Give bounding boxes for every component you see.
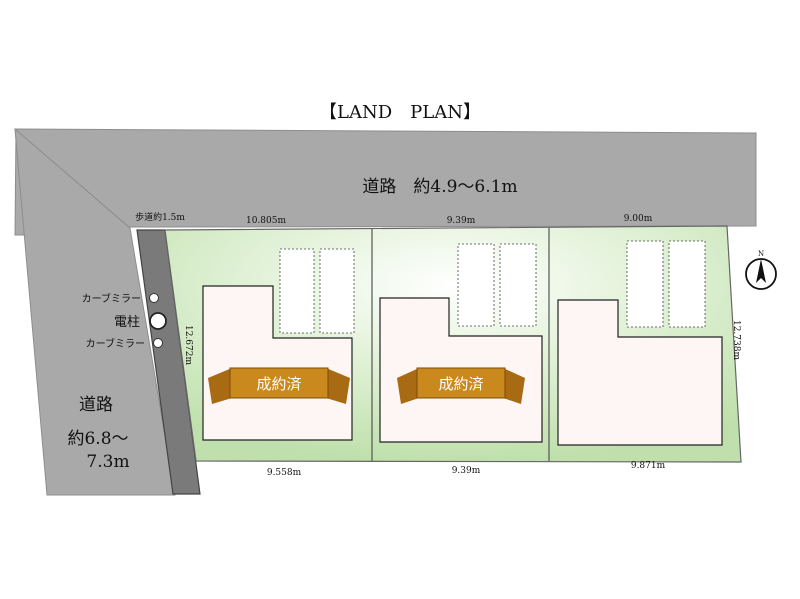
lot1-status-label: 成約済 [256, 375, 301, 393]
lot1-rear-dimension: 9.558m [267, 468, 302, 478]
lot2-rear-dimension: 9.39m [452, 466, 481, 476]
lot3-house [557, 299, 723, 446]
north-letter: N [758, 250, 764, 258]
sidewalk-label: 歩道約1.5m [135, 211, 185, 223]
lot1-parking-1 [279, 248, 315, 334]
lot3-parking-1 [626, 240, 664, 328]
plan-title: 【LAND PLAN】 [319, 102, 481, 123]
utility-pole-label: 電柱 [114, 315, 140, 330]
lot1-house [202, 285, 353, 441]
utility-pole-icon [149, 312, 167, 330]
lot2-front-dimension: 9.39m [447, 216, 476, 226]
lot2-status-label: 成約済 [438, 375, 483, 393]
west-road-label-2: 約6.8〜 [67, 429, 128, 449]
lot1-front-dimension: 10.805m [246, 216, 286, 226]
lot1-parking-2 [319, 248, 355, 334]
curve-mirror-top-label: カーブミラー [82, 292, 141, 305]
west-road-label-3: 7.3m [86, 452, 129, 472]
west-road-label-1: 道路 [79, 395, 113, 415]
lot1-depth-dimension: 12.672m [183, 325, 193, 365]
lot3-parking-2 [668, 240, 706, 328]
lot2-sold-banner: 成約済 [397, 367, 525, 404]
lot1-sold-banner: 成約済 [208, 367, 350, 404]
lot3-front-dimension: 9.00m [624, 214, 653, 224]
lot2-parking-1 [457, 243, 495, 327]
lot3-depth-dimension: 12.738m [731, 320, 741, 360]
lot3-rear-dimension: 9.871m [631, 461, 666, 471]
curve-mirror-top-icon [149, 293, 159, 303]
curve-mirror-bottom-label: カーブミラー [86, 337, 145, 350]
curve-mirror-bottom-icon [153, 338, 163, 348]
north-road-label: 道路 約4.9〜6.1m [362, 177, 517, 197]
west-road [14, 127, 176, 496]
lot2-parking-2 [499, 243, 537, 327]
north-arrow-icon: N [745, 250, 777, 290]
